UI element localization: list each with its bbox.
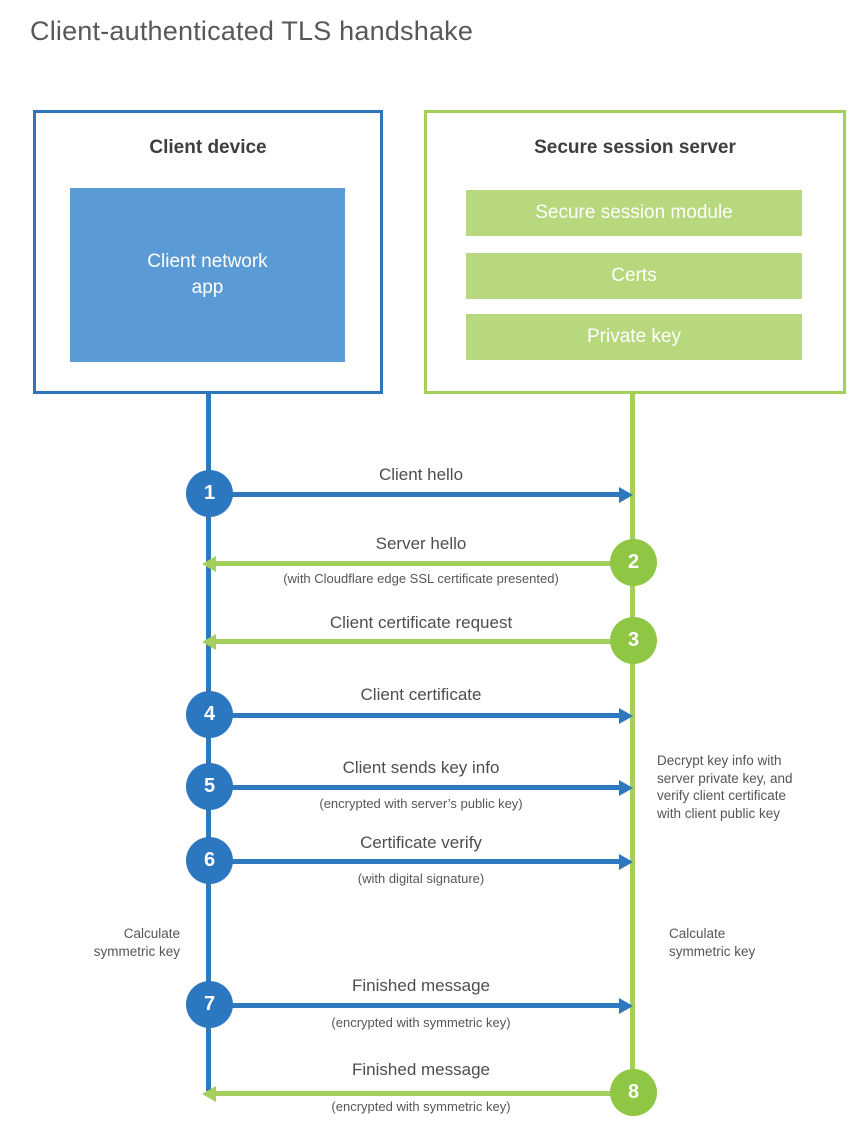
step-label: Client hello xyxy=(378,465,464,484)
step-label: Certificate verify xyxy=(360,833,482,852)
step-label: Client certificate request xyxy=(329,613,513,632)
step-number-badge: 6 xyxy=(186,837,233,884)
client-device-title: Client device xyxy=(149,137,267,158)
arrow-right-icon xyxy=(209,779,633,796)
server-lifeline xyxy=(630,391,635,1093)
arrow-right-icon xyxy=(209,486,633,503)
arrow-left-icon xyxy=(202,633,633,650)
note-calculate-symmetric-key-client: Calculate symmetric key xyxy=(93,926,180,959)
step-label: Client sends key info xyxy=(342,758,500,777)
arrow-right-icon xyxy=(209,853,633,870)
secure-session-server-title: Secure session server xyxy=(534,137,736,158)
step-sublabel: (encrypted with symmetric key) xyxy=(331,1099,511,1114)
step-number-badge: 5 xyxy=(186,763,233,810)
step-label: Server hello xyxy=(375,534,467,553)
arrow-left-icon xyxy=(202,555,633,572)
step-sublabel: (with digital signature) xyxy=(357,871,485,886)
step-sublabel: (encrypted with symmetric key) xyxy=(331,1015,511,1030)
step-number-badge: 7 xyxy=(186,981,233,1028)
step-number-badge: 2 xyxy=(610,539,657,586)
step-label: Finished message xyxy=(352,976,490,995)
step-label: Client certificate xyxy=(360,685,482,704)
step-sublabel: (encrypted with server’s public key) xyxy=(319,796,523,811)
arrow-left-icon xyxy=(202,1085,633,1102)
arrow-right-icon xyxy=(209,997,633,1014)
server-module-bar: Secure session module xyxy=(466,190,802,236)
step-sublabel: (with Cloudflare edge SSL certificate pr… xyxy=(283,571,559,586)
client-network-app-box: Client network app xyxy=(70,188,345,362)
note-decrypt-key-info: Decrypt key info with server private key… xyxy=(657,753,793,821)
note-calculate-symmetric-key-server: Calculate symmetric key xyxy=(669,926,756,959)
step-number-badge: 1 xyxy=(186,470,233,517)
step-number-badge: 4 xyxy=(186,691,233,738)
step-label: Finished message xyxy=(352,1060,490,1079)
server-private-key-bar: Private key xyxy=(466,314,802,360)
client-device-box: Client device Client network app xyxy=(33,110,383,394)
server-certs-bar: Certs xyxy=(466,253,802,299)
arrow-right-icon xyxy=(209,707,633,724)
step-number-badge: 8 xyxy=(610,1069,657,1116)
client-lifeline xyxy=(206,391,211,1091)
page-title: Client-authenticated TLS handshake xyxy=(30,16,474,46)
secure-session-server-box: Secure session server Secure session mod… xyxy=(424,110,846,394)
step-number-badge: 3 xyxy=(610,617,657,664)
